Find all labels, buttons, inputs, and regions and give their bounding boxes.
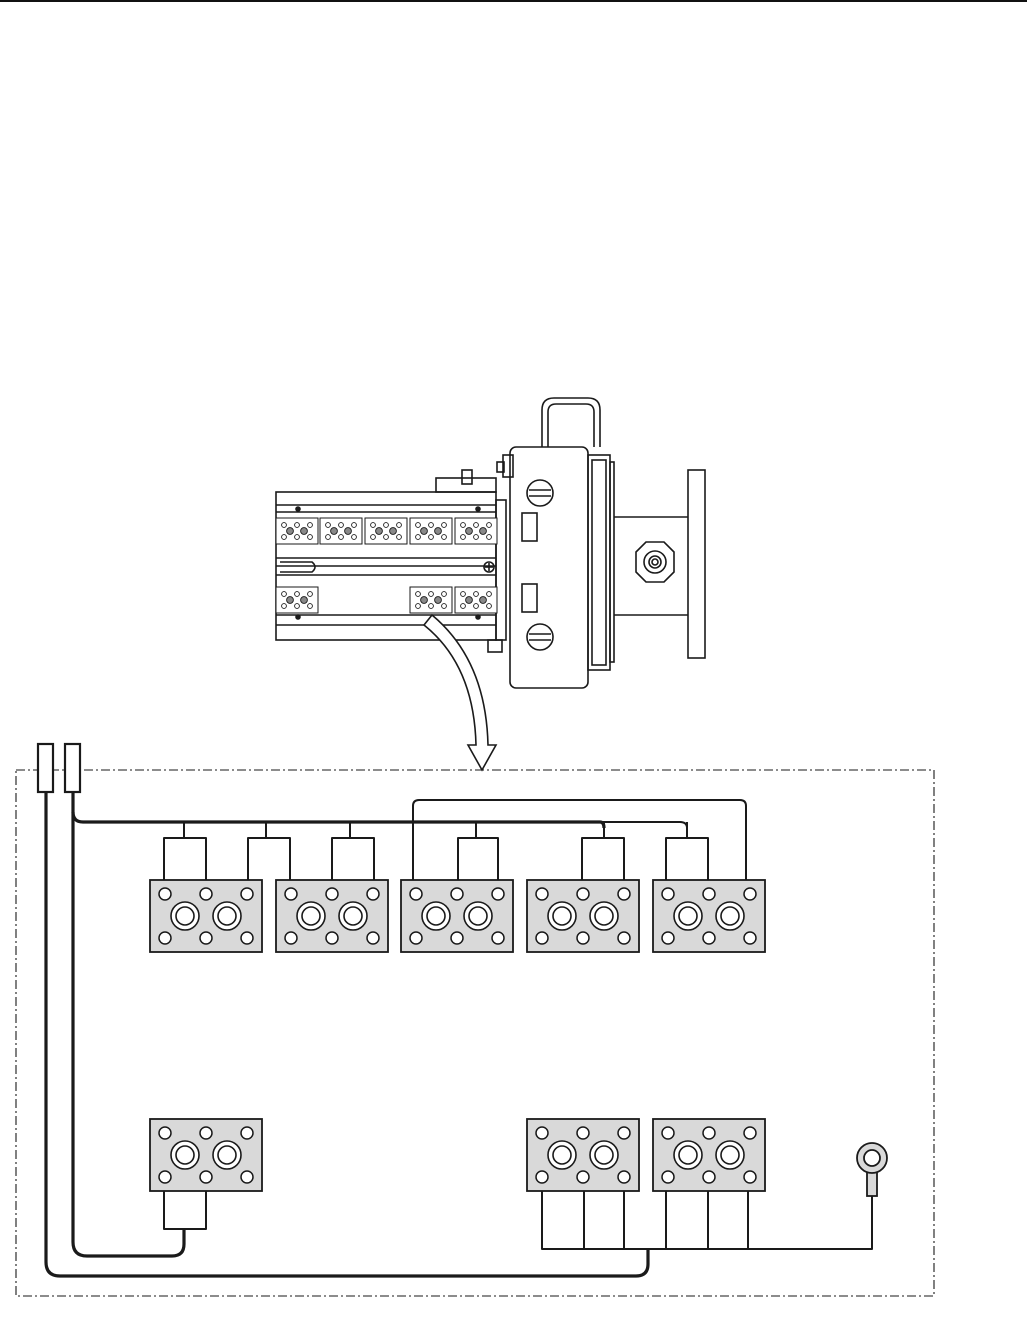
cable-end-icon [65,744,80,792]
screw-icon [527,624,553,650]
terminal-block [276,880,388,952]
terminal-block [527,880,639,952]
bottom-right-terminal-blocks [527,1119,765,1191]
terminal-block [150,880,262,952]
terminal-block [150,1119,262,1191]
detail-frame [16,770,934,1296]
terminal-block [401,880,513,952]
cable-end-icon [38,744,53,792]
ring-terminal-icon [857,1143,887,1196]
top-terminal-blocks [150,880,765,952]
terminal-block [653,1119,765,1191]
terminal-block [653,880,765,952]
cable-gland-icon [636,542,674,582]
curved-arrow-icon [424,615,496,770]
bottom-left-terminal-block [150,1119,262,1191]
wires [46,792,872,1276]
terminal-block [527,1119,639,1191]
screw-icon [527,480,553,506]
